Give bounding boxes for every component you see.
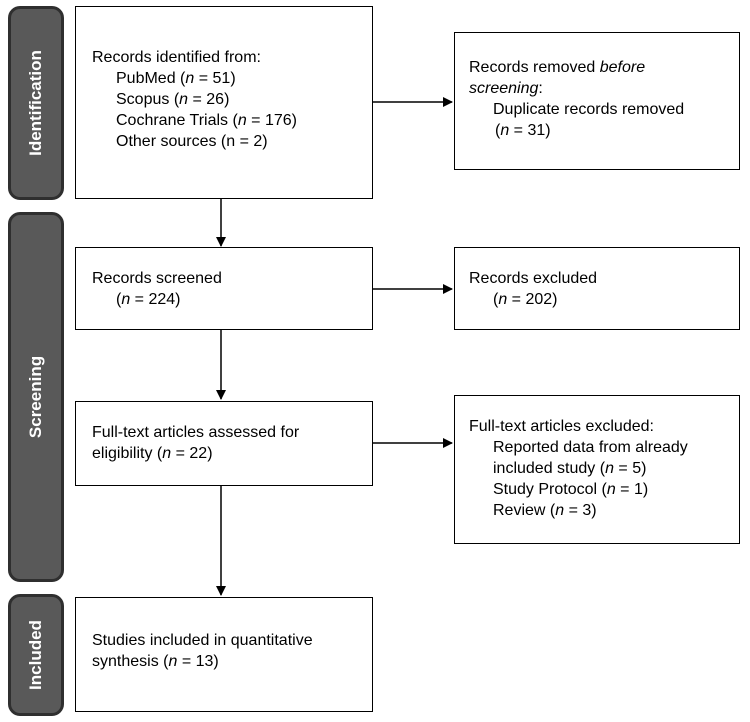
excluded-reason-review: Review (n = 3) [493, 502, 597, 519]
fulltext-assessed-line1: Full-text articles assessed for [92, 424, 300, 441]
source-other: Other sources (n = 2) [116, 133, 268, 150]
excluded-reason-reported-data: Reported data from already [493, 439, 688, 456]
records-identified-box: Records identified from: PubMed (n = 51)… [75, 6, 373, 199]
excluded-reason-reported-data-count: included study (n = 5) [493, 460, 647, 477]
records-identified-heading: Records identified from: [92, 49, 261, 66]
records-screened-box: Records screened (n = 224) [75, 247, 373, 330]
fulltext-assessed-count: eligibility (n = 22) [92, 445, 213, 462]
source-scopus: Scopus (n = 26) [116, 91, 230, 108]
records-screened-heading: Records screened [92, 270, 222, 287]
stage-identification: Identification [8, 6, 64, 200]
duplicates-count: (n = 31) [495, 122, 551, 139]
fulltext-excluded-box: Full-text articles excluded: Reported da… [454, 395, 740, 544]
records-screened-count: (n = 224) [116, 291, 181, 308]
fulltext-assessed-box: Full-text articles assessed for eligibil… [75, 401, 373, 486]
fulltext-excluded-heading: Full-text articles excluded: [469, 418, 654, 435]
stage-screening: Screening [8, 212, 64, 582]
studies-included-line1: Studies included in quantitative [92, 632, 313, 649]
records-removed-box: Records removed before screening: Duplic… [454, 32, 740, 170]
duplicates-removed: Duplicate records removed [493, 101, 685, 118]
studies-included-count: synthesis (n = 13) [92, 653, 219, 670]
records-removed-heading-cont: screening: [469, 80, 543, 97]
source-pubmed: PubMed (n = 51) [116, 70, 236, 87]
records-excluded-heading: Records excluded [469, 270, 598, 287]
excluded-reason-study-protocol: Study Protocol (n = 1) [493, 481, 649, 498]
records-excluded-count: (n = 202) [493, 291, 558, 308]
studies-included-box: Studies included in quantitative synthes… [75, 597, 373, 712]
stage-included: Included [8, 594, 64, 716]
source-cochrane: Cochrane Trials (n = 176) [116, 112, 297, 129]
records-removed-heading: Records removed before [469, 59, 646, 76]
records-excluded-box: Records excluded (n = 202) [454, 247, 740, 330]
